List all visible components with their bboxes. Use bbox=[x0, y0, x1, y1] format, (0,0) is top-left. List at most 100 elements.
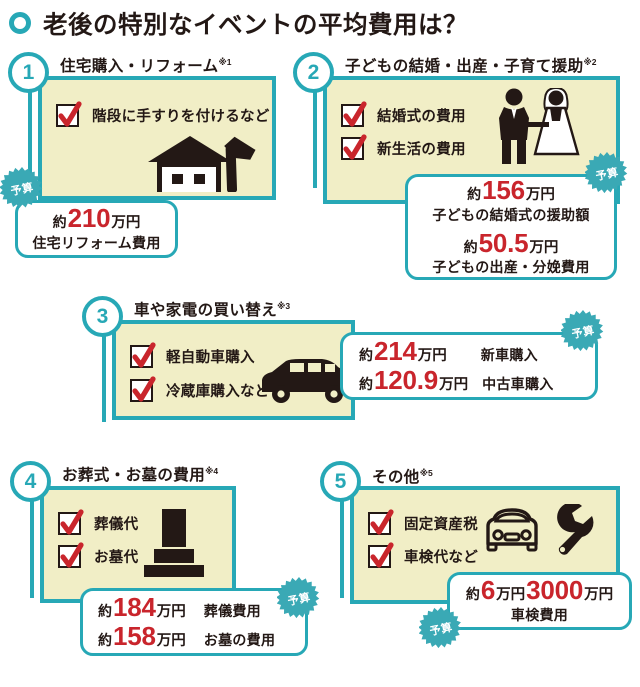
section-1-check-label-1: 階段に手すりを付けるなど bbox=[92, 109, 270, 125]
checkbox-checked-icon[interactable] bbox=[130, 376, 156, 402]
section-5-heading: その他※5 bbox=[372, 465, 433, 487]
section-5-note: ※5 bbox=[419, 467, 433, 478]
section-2-stem bbox=[313, 78, 317, 188]
checkbox-checked-icon[interactable] bbox=[130, 342, 156, 368]
section-5-stem bbox=[340, 488, 344, 598]
section-4-check-row-1[interactable]: 葬儀代 bbox=[58, 509, 139, 535]
section-3-check-row-1[interactable]: 軽自動車購入 bbox=[130, 342, 255, 368]
check-mark-icon bbox=[370, 542, 394, 568]
section-4-budget-badge: 予算 bbox=[277, 577, 321, 621]
section-1-note: ※1 bbox=[218, 56, 232, 67]
check-mark-icon bbox=[343, 101, 367, 127]
section-4-stem bbox=[30, 488, 34, 598]
section-1-number: 1 bbox=[8, 52, 49, 93]
section-2-check-row-2[interactable]: 新生活の費用 bbox=[341, 134, 466, 160]
check-mark-icon bbox=[132, 342, 156, 368]
section-5-check-row-1[interactable]: 固定資産税 bbox=[368, 509, 478, 535]
section-3-check-label-1: 軽自動車購入 bbox=[166, 350, 255, 366]
money-about: 約 bbox=[467, 186, 482, 203]
hammer-icon bbox=[224, 136, 256, 192]
money-desc: 子どもの結婚式の援助額 bbox=[432, 206, 590, 223]
money-unit: 万円 bbox=[111, 215, 141, 232]
money-desc: 住宅リフォーム費用 bbox=[32, 234, 161, 251]
ring-icon bbox=[9, 12, 31, 34]
section-2-check-row-1[interactable]: 結婚式の費用 bbox=[341, 101, 466, 127]
section-3-heading: 車や家電の買い替え※3 bbox=[134, 298, 290, 320]
money-desc: 車検費用 bbox=[510, 606, 569, 623]
checkbox-checked-icon[interactable] bbox=[58, 542, 84, 568]
section-3-number: 3 bbox=[82, 296, 123, 337]
money-about: 約 bbox=[98, 602, 112, 619]
house-icon bbox=[148, 136, 256, 192]
budget-badge-label: 予算 bbox=[9, 181, 35, 199]
section-4-heading: お葬式・お墓の費用※4 bbox=[62, 463, 218, 485]
check-mark-icon bbox=[343, 134, 367, 160]
money-value: 50.5 bbox=[478, 227, 529, 258]
section-5-check-row-2[interactable]: 車検代など bbox=[368, 542, 478, 568]
check-mark-icon bbox=[58, 101, 82, 127]
section-3-check-label-2: 冷蔵庫購入など bbox=[166, 384, 270, 400]
money-desc: 中古車購入 bbox=[482, 376, 554, 392]
money-unit: 万円 bbox=[525, 187, 555, 204]
gravestone-icon bbox=[144, 509, 204, 577]
budget-badge-label: 予算 bbox=[428, 621, 454, 639]
money-unit: 万円 bbox=[439, 377, 469, 393]
section-2-number: 2 bbox=[293, 52, 334, 93]
money-unit-2: 万円 bbox=[584, 587, 614, 604]
money-desc: お墓の費用 bbox=[203, 632, 276, 648]
money-about: 約 bbox=[52, 214, 67, 231]
section-3-heading-text: 車や家電の買い替え bbox=[134, 302, 278, 319]
section-2-check-label-2: 新生活の費用 bbox=[377, 142, 466, 158]
checkbox-checked-icon[interactable] bbox=[58, 509, 84, 535]
wrench-icon bbox=[557, 504, 594, 555]
section-4-check-row-2[interactable]: お墓代 bbox=[58, 542, 139, 568]
section-4-panel bbox=[40, 486, 236, 603]
money-about: 約 bbox=[465, 586, 480, 603]
page-header: 老後の特別なイベントの平均費用は？ bbox=[0, 0, 640, 46]
section-1-check-row-1[interactable]: 階段に手すりを付けるなど bbox=[56, 101, 270, 127]
section-4-check-label-2: お墓代 bbox=[94, 550, 139, 566]
check-mark-icon bbox=[60, 509, 84, 535]
checkbox-checked-icon[interactable] bbox=[341, 134, 367, 160]
budget-badge-label: 予算 bbox=[594, 166, 620, 184]
section-1-budget-badge: 予算 bbox=[0, 167, 44, 211]
check-mark-icon bbox=[370, 509, 394, 535]
section-2-heading: 子どもの結婚・出産・子育て援助※2 bbox=[345, 54, 597, 76]
checkbox-checked-icon[interactable] bbox=[368, 542, 394, 568]
check-mark-icon bbox=[132, 376, 156, 402]
money-desc: 葬儀費用 bbox=[203, 602, 261, 619]
section-3-note: ※3 bbox=[277, 300, 291, 311]
section-4-note: ※4 bbox=[205, 465, 219, 476]
money-unit: 万円 bbox=[156, 603, 186, 620]
checkbox-checked-icon[interactable] bbox=[368, 509, 394, 535]
section-3-check-row-2[interactable]: 冷蔵庫購入など bbox=[130, 376, 270, 402]
money-value: 120.9 bbox=[374, 365, 439, 395]
checkbox-checked-icon[interactable] bbox=[341, 101, 367, 127]
section-3-stem bbox=[102, 322, 106, 422]
section-2-check-label-1: 結婚式の費用 bbox=[377, 109, 466, 125]
section-1-heading: 住宅購入・リフォーム※1 bbox=[60, 54, 232, 76]
bride-and-groom-icon bbox=[499, 88, 580, 164]
section-4-heading-text: お葬式・お墓の費用 bbox=[62, 467, 206, 484]
money-about: 約 bbox=[98, 632, 112, 648]
money-desc: 新車購入 bbox=[480, 346, 538, 363]
money-value: 6 bbox=[480, 575, 496, 606]
checkbox-checked-icon[interactable] bbox=[56, 101, 82, 127]
section-2-heading-text: 子どもの結婚・出産・子育て援助 bbox=[345, 58, 584, 75]
section-5-number: 5 bbox=[320, 461, 361, 502]
money-unit: 万円 bbox=[417, 347, 447, 364]
section-4-check-label-1: 葬儀代 bbox=[94, 517, 139, 533]
section-5-heading-text: その他 bbox=[372, 469, 420, 486]
